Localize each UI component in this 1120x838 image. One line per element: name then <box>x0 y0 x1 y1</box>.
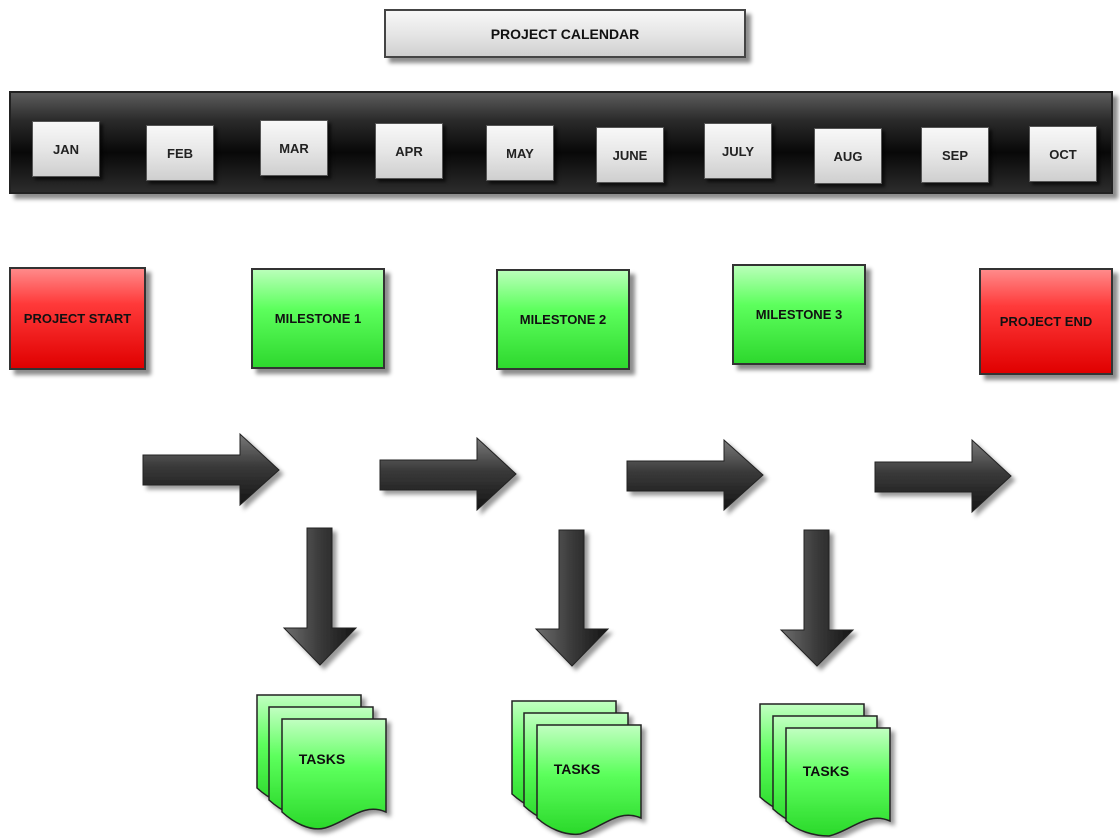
month-mar: MAR <box>260 120 328 176</box>
arrow-down-2 <box>534 529 610 667</box>
tasks-label-2: TASKS <box>554 761 600 777</box>
tasks-stack-2: TASKS <box>511 700 642 836</box>
tasks-label-1: TASKS <box>299 751 345 767</box>
arrow-right-2 <box>379 436 517 512</box>
tasks-stack-3: TASKS <box>759 703 891 837</box>
month-jan: JAN <box>32 121 100 177</box>
calendar-title: PROJECT CALENDAR <box>384 9 746 58</box>
arrow-right-3 <box>626 438 764 512</box>
month-aug: AUG <box>814 128 882 184</box>
project-end-node: PROJECT END <box>979 268 1113 375</box>
milestone-3-node: MILESTONE 3 <box>732 264 866 365</box>
milestone-2-node: MILESTONE 2 <box>496 269 630 370</box>
month-july: JULY <box>704 123 772 179</box>
month-feb: FEB <box>146 125 214 181</box>
month-apr: APR <box>375 123 443 179</box>
month-bar: JAN FEB MAR APR MAY JUNE JULY AUG SEP OC… <box>9 91 1113 194</box>
tasks-label-3: TASKS <box>803 763 849 779</box>
month-sep: SEP <box>921 127 989 183</box>
project-start-node: PROJECT START <box>9 267 146 370</box>
month-oct: OCT <box>1029 126 1097 182</box>
arrow-down-3 <box>779 529 855 667</box>
arrow-down-1 <box>282 527 358 666</box>
arrow-right-1 <box>142 432 280 507</box>
month-may: MAY <box>486 125 554 181</box>
month-june: JUNE <box>596 127 664 183</box>
arrow-right-4 <box>874 438 1012 514</box>
tasks-stack-1: TASKS <box>256 694 387 830</box>
milestone-1-node: MILESTONE 1 <box>251 268 385 369</box>
